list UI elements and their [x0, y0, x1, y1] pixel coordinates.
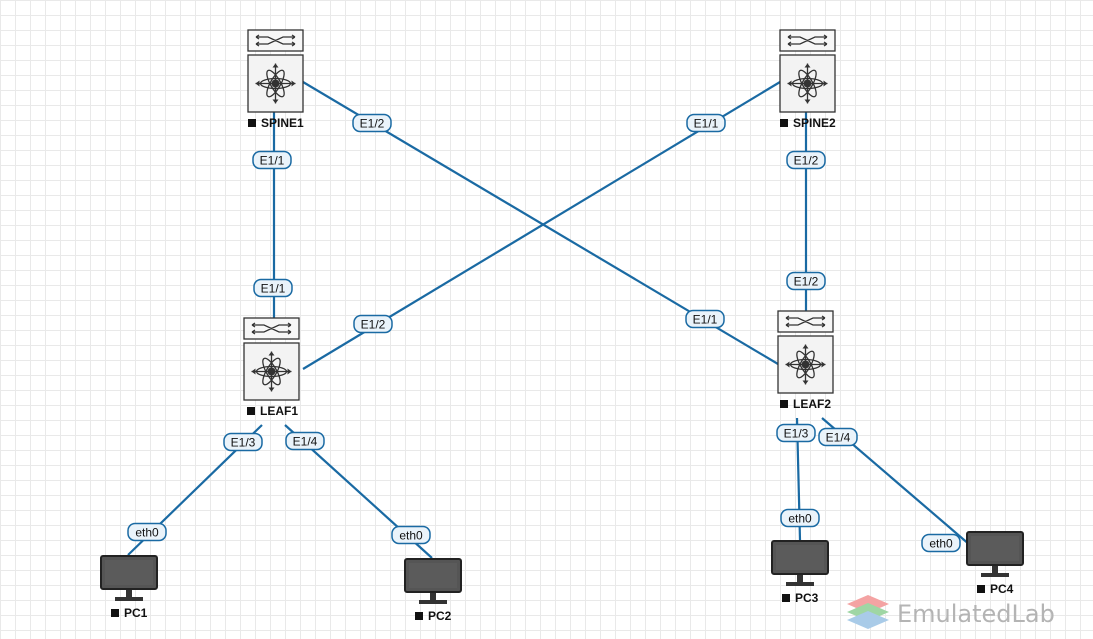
switch-crossover-icon	[785, 315, 826, 328]
node-label-text: LEAF1	[260, 404, 298, 418]
port-label-text: E1/2	[794, 154, 819, 168]
logo-stack-icon	[847, 595, 889, 629]
node-status-square	[247, 407, 255, 415]
port-label-spine1-e1-1[interactable]: E1/1	[252, 150, 292, 170]
port-label-leaf1-e1-2[interactable]: E1/2	[353, 314, 393, 334]
port-label-box	[353, 314, 393, 334]
port-label-text: E1/2	[361, 318, 386, 332]
port-label-text: eth0	[135, 526, 159, 540]
port-label-text: E1/1	[261, 282, 286, 296]
switch-leaf1[interactable]	[243, 317, 300, 401]
port-label-box	[391, 525, 431, 545]
port-label-box	[685, 309, 725, 329]
node-status-square	[780, 400, 788, 408]
port-label-text: eth0	[399, 529, 423, 543]
port-label-text: E1/4	[293, 435, 318, 449]
port-label-box	[223, 432, 263, 452]
switch-crossover-icon	[251, 322, 292, 335]
switch-crossover-icon	[255, 34, 296, 47]
port-label-text: E1/1	[693, 313, 718, 327]
port-label-text: E1/1	[260, 154, 285, 168]
nexus-switch-icon	[251, 351, 292, 392]
nexus-switch-icon	[255, 63, 296, 104]
node-status-square	[780, 119, 788, 127]
node-label-text: PC1	[124, 606, 148, 620]
port-label-leaf2-e1-4[interactable]: E1/4	[818, 427, 858, 447]
port-label-box	[780, 508, 820, 528]
node-label-text: SPINE1	[261, 116, 304, 130]
emulatedlab-logo: EmulatedLab	[847, 595, 1055, 629]
port-label-leaf1-e1-4[interactable]: E1/4	[285, 431, 325, 451]
port-label-spine1-e1-2[interactable]: E1/2	[352, 113, 392, 133]
port-label-spine2-e1-2[interactable]: E1/2	[786, 150, 826, 170]
node-label-leaf1: LEAF1	[247, 404, 298, 418]
port-label-box	[786, 271, 826, 291]
port-label-box	[285, 431, 325, 451]
port-label-box	[786, 150, 826, 170]
node-label-pc3: PC3	[782, 591, 819, 605]
port-label-leaf1-e1-1[interactable]: E1/1	[253, 278, 293, 298]
node-label-pc1: PC1	[111, 606, 148, 620]
port-label-box	[921, 533, 961, 553]
node-label-text: PC2	[428, 609, 452, 623]
node-status-square	[248, 119, 256, 127]
port-label-leaf1-e1-3[interactable]: E1/3	[223, 432, 263, 452]
node-label-pc4: PC4	[977, 582, 1014, 596]
port-label-box	[818, 427, 858, 447]
port-label-box	[686, 113, 726, 133]
port-label-leaf2-e1-3[interactable]: E1/3	[776, 423, 816, 443]
port-label-text: E1/1	[694, 117, 719, 131]
pc-pc2[interactable]	[404, 558, 462, 604]
port-label-text: E1/3	[231, 436, 256, 450]
port-label-pc3-eth0[interactable]: eth0	[780, 508, 820, 528]
port-label-pc2-eth0[interactable]: eth0	[391, 525, 431, 545]
node-label-text: PC3	[795, 591, 819, 605]
port-label-box	[127, 522, 167, 542]
port-label-pc4-eth0[interactable]: eth0	[921, 533, 961, 553]
brand-text: EmulatedLab	[897, 600, 1055, 628]
port-label-box	[352, 113, 392, 133]
node-label-leaf2: LEAF2	[780, 397, 831, 411]
port-label-box	[776, 423, 816, 443]
port-label-text: E1/3	[784, 427, 809, 441]
port-label-text: E1/2	[360, 117, 385, 131]
switch-crossover-icon	[787, 34, 828, 47]
port-label-text: eth0	[929, 537, 953, 551]
node-label-spine2: SPINE2	[780, 116, 836, 130]
node-label-text: LEAF2	[793, 397, 831, 411]
nexus-switch-icon	[787, 63, 828, 104]
pc-pc1[interactable]	[100, 555, 158, 601]
switch-leaf2[interactable]	[777, 310, 834, 394]
port-label-box	[252, 150, 292, 170]
node-status-square	[415, 612, 423, 620]
port-label-pc1-eth0[interactable]: eth0	[127, 522, 167, 542]
node-label-pc2: PC2	[415, 609, 452, 623]
node-label-spine1: SPINE1	[248, 116, 304, 130]
node-status-square	[782, 594, 790, 602]
node-status-square	[977, 585, 985, 593]
port-label-leaf2-e1-1[interactable]: E1/1	[685, 309, 725, 329]
node-status-square	[111, 609, 119, 617]
port-label-leaf2-e1-2[interactable]: E1/2	[786, 271, 826, 291]
pc-pc4[interactable]	[966, 531, 1024, 577]
port-label-spine2-e1-1[interactable]: E1/1	[686, 113, 726, 133]
node-label-text: SPINE2	[793, 116, 836, 130]
node-label-text: PC4	[990, 582, 1014, 596]
port-label-box	[253, 278, 293, 298]
port-label-text: eth0	[788, 512, 812, 526]
switch-spine2[interactable]	[779, 29, 836, 113]
nexus-switch-icon	[785, 344, 826, 385]
port-label-text: E1/4	[826, 431, 851, 445]
port-label-text: E1/2	[794, 275, 819, 289]
switch-spine1[interactable]	[247, 29, 304, 113]
port-labels-layer: E1/1E1/1E1/2E1/1E1/1E1/2E1/2E1/2E1/3eth0…	[127, 113, 961, 553]
pc-pc3[interactable]	[771, 540, 829, 586]
